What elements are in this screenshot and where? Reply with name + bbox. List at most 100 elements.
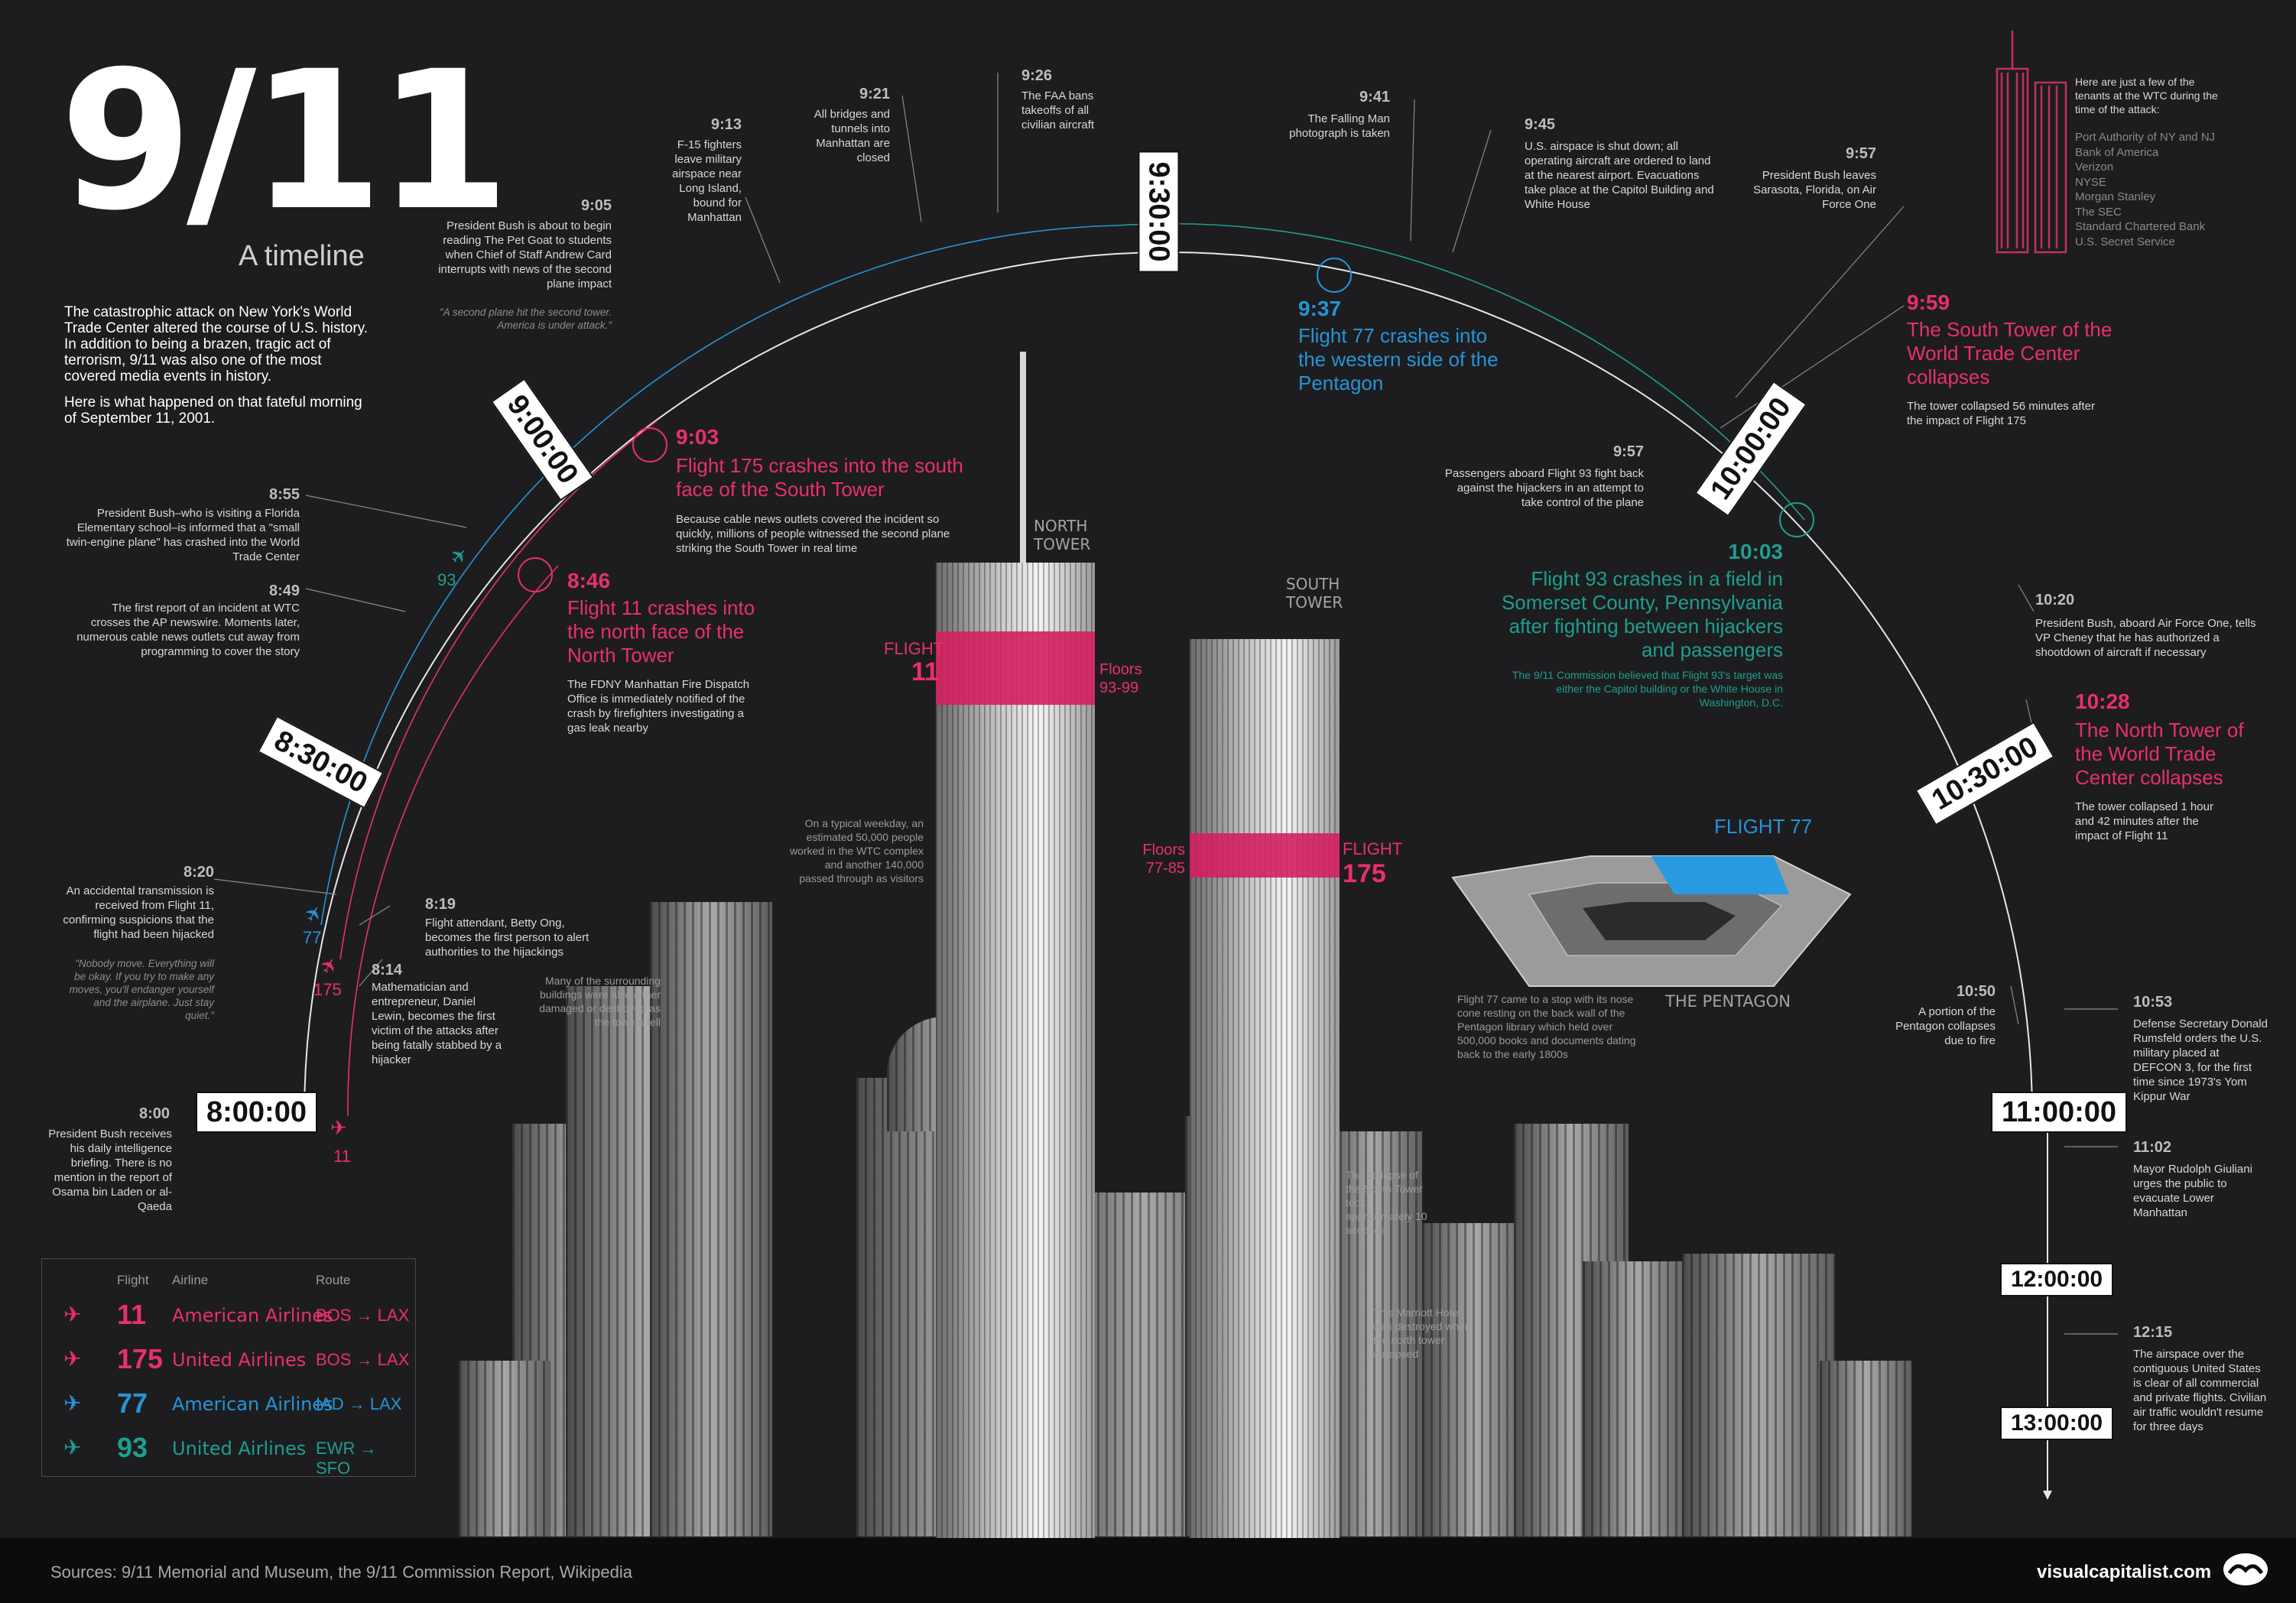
plane-icon: ✈	[63, 1436, 82, 1459]
event-text: President Bush receives his daily intell…	[48, 1128, 172, 1213]
note-wtc-people: On a typical weekday, an estimated 50,00…	[789, 817, 924, 884]
note-surrounding: Many of the surrounding buildings were a…	[539, 975, 661, 1028]
clock-11-00: 11:00:00	[1991, 1092, 2128, 1133]
event-text: A portion of the Pentagon collapses due …	[1895, 1005, 1996, 1047]
event-time: 8:00	[138, 1105, 170, 1122]
event-title: Flight 175 crashes into the south face o…	[676, 454, 963, 501]
legend-row: ✈ 175 United Airlines BOS → LAX	[42, 1340, 415, 1378]
event-time: 8:55	[268, 486, 300, 503]
south-tower-image	[1190, 639, 1340, 1538]
event-time: 10:20	[2035, 592, 2075, 608]
legend-flight-number: 175	[117, 1343, 164, 1374]
event-time: 8:19	[425, 896, 456, 913]
plane-icon: ✈	[63, 1303, 82, 1326]
event-text: The Falling Man photograph is taken	[1289, 112, 1390, 140]
event-time: 10:53	[2133, 994, 2173, 1011]
event-title: The North Tower of the World Trade Cente…	[2075, 719, 2244, 789]
event-title: The South Tower of the World Trade Cente…	[1907, 318, 2113, 388]
tenant-item: Port Authority of NY and NJ	[2075, 131, 2216, 144]
legend-row: ✈ 11 American Airlines BOS → LAX	[42, 1296, 415, 1334]
event-time: 10:50	[1956, 983, 1996, 1000]
event-text: Flight attendant, Betty Ong, becomes the…	[425, 917, 589, 959]
clock-9-30: 9:30:00	[1138, 151, 1180, 273]
brand-link[interactable]: visualcapitalist.com	[2037, 1562, 2212, 1582]
event-time: 9:03	[676, 425, 719, 449]
event-text: The tower collapsed 1 hour and 42 minute…	[2075, 800, 2213, 842]
clock-8-00: 8:00:00	[196, 1092, 317, 1133]
flight-77-label: FLIGHT 77	[1714, 815, 1813, 838]
event-time: 9:45	[1525, 116, 1556, 133]
impact-band-11	[936, 631, 1095, 705]
north-tower-label: NORTH TOWER	[1034, 517, 1091, 553]
note-collapse: The collapse of the South Tower took app…	[1346, 1169, 1427, 1236]
page-subtitle: A timeline	[239, 240, 365, 272]
south-tower-label: SOUTH TOWER	[1286, 575, 1343, 612]
event-quote: "A second plane hit the second tower. Am…	[439, 307, 612, 331]
event-text: President Bush is about to begin reading…	[438, 219, 612, 290]
event-text: Because cable news outlets covered the i…	[676, 513, 950, 555]
legend-flight-number: 11	[117, 1299, 147, 1330]
event-text: Defense Secretary Donald Rumsfeld orders…	[2133, 1017, 2268, 1103]
flight-11-word: FLIGHT	[884, 639, 944, 658]
page-title: 9/11	[60, 30, 510, 252]
crash-93-icon	[1779, 502, 1814, 537]
event-time: 9:37	[1298, 297, 1342, 320]
legend-route: IAD → LAX	[316, 1394, 402, 1413]
event-time: 10:03	[1728, 540, 1783, 563]
tenants-list: Port Authority of NY and NJ Bank of Amer…	[2075, 130, 2259, 249]
tenant-item: The SEC	[2075, 205, 2122, 219]
tenant-item: Verizon	[2075, 161, 2114, 174]
event-time: 8:14	[372, 962, 403, 978]
legend-airline: American Airlines	[172, 1394, 333, 1415]
event-time: 9:26	[1021, 67, 1053, 84]
event-text: The FAA bans takeoffs of all civilian ai…	[1021, 89, 1095, 131]
track-label-175: 175	[313, 980, 342, 999]
tenant-item: Bank of America	[2075, 145, 2159, 159]
legend-row: ✈ 93 United Airlines EWR → SFO	[42, 1429, 415, 1478]
event-time: 9:57	[1845, 145, 1876, 162]
event-text: Passengers aboard Flight 93 fight back a…	[1444, 467, 1644, 509]
event-time: 9:57	[1612, 443, 1644, 460]
event-title: Flight 77 crashes into the western side …	[1298, 324, 1499, 394]
legend-route: BOS → LAX	[316, 1306, 410, 1325]
visualcapitalist-logo-icon	[2223, 1553, 2268, 1585]
legend-flight-number: 77	[117, 1387, 148, 1419]
track-77	[320, 225, 1117, 926]
legend-header-flight: Flight	[117, 1273, 149, 1287]
event-text: The 9/11 Commission believed that Flight…	[1512, 669, 1783, 709]
event-time: 9:05	[580, 197, 612, 214]
footer-bar	[0, 1538, 2296, 1603]
event-text: The airspace over the contiguous United …	[2133, 1348, 2267, 1433]
legend-flight-number: 93	[117, 1432, 148, 1463]
event-time: 9:41	[1359, 89, 1390, 105]
event-time: 9:21	[859, 86, 890, 102]
crash-175-icon	[632, 427, 667, 462]
track-label-77: 77	[303, 928, 322, 947]
north-tower-antenna	[1020, 352, 1026, 563]
event-text: President Bush leaves Sarasota, Florida,…	[1753, 169, 1876, 211]
tenants-intro: Here are just a few of the tenants at th…	[2075, 76, 2218, 115]
event-time: 9:59	[1907, 290, 1950, 314]
tenant-item: NYSE	[2075, 175, 2106, 189]
event-quote: "Nobody move. Everything will be okay. I…	[69, 958, 214, 1021]
twin-towers-outline-icon	[1996, 31, 2067, 254]
clock-12-00: 12:00:00	[2000, 1263, 2114, 1296]
legend-header-route: Route	[316, 1273, 351, 1287]
event-text: Mayor Rudolph Giuliani urges the public …	[2133, 1163, 2252, 1219]
event-time: 8:49	[268, 582, 300, 599]
legend-airline: American Airlines	[172, 1305, 333, 1326]
intro-paragraph: The catastrophic attack on New York's Wo…	[64, 304, 369, 385]
flights-legend: Flight Airline Route ✈ 11 American Airli…	[41, 1258, 416, 1478]
plane-icon: ✈	[63, 1347, 82, 1371]
legend-route: EWR → SFO	[316, 1439, 377, 1478]
sources-text: Sources: 9/11 Memorial and Museum, the 9…	[50, 1562, 632, 1582]
flight-175-word: FLIGHT	[1343, 839, 1403, 858]
crash-77-icon	[1317, 258, 1352, 293]
tenant-item: Morgan Stanley	[2075, 190, 2156, 203]
event-time: 11:02	[2133, 1139, 2172, 1156]
event-time: 8:20	[183, 864, 214, 881]
event-time: 8:46	[567, 569, 611, 592]
north-tower-image	[936, 563, 1095, 1538]
floors-93-99: Floors 93-99	[1099, 661, 1142, 696]
